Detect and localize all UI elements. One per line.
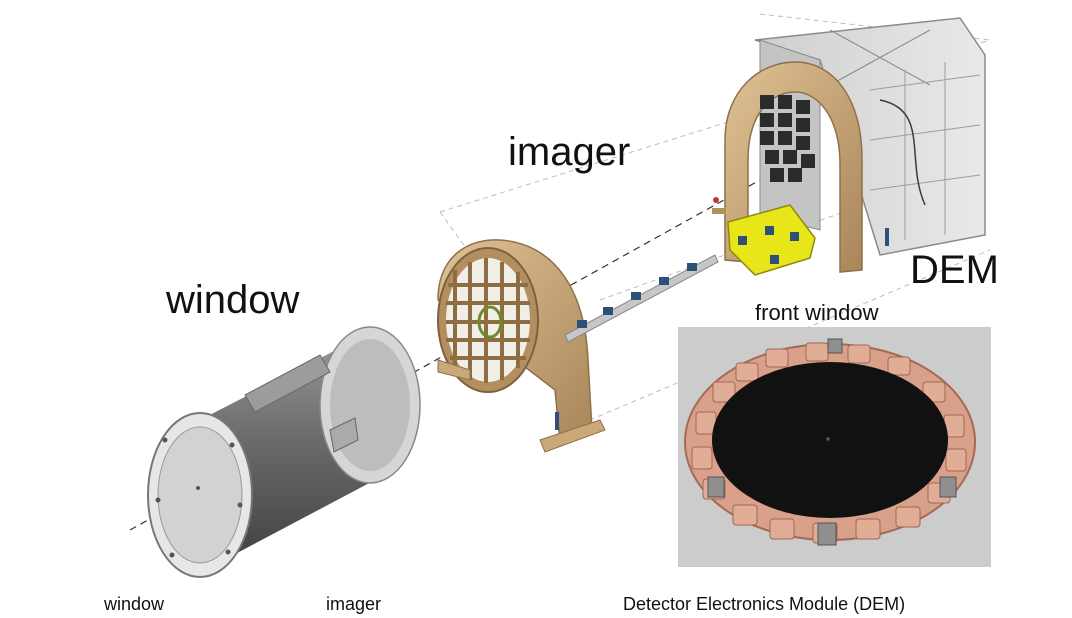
label-window: window [166, 278, 300, 322]
label-front-window: front window [755, 300, 879, 325]
imager-frame [437, 239, 606, 453]
front-window-detector-ring [678, 327, 991, 567]
caption-dem: Detector Electronics Module (DEM) [623, 594, 906, 614]
label-imager: imager [508, 130, 631, 174]
caption-window: window [104, 594, 165, 614]
caption-imager: imager [326, 594, 382, 614]
label-dem: DEM [910, 248, 999, 292]
electronics-board [727, 204, 889, 276]
support-rail [564, 254, 719, 343]
front-window-photo [678, 327, 991, 567]
window-cylinder [147, 326, 421, 578]
